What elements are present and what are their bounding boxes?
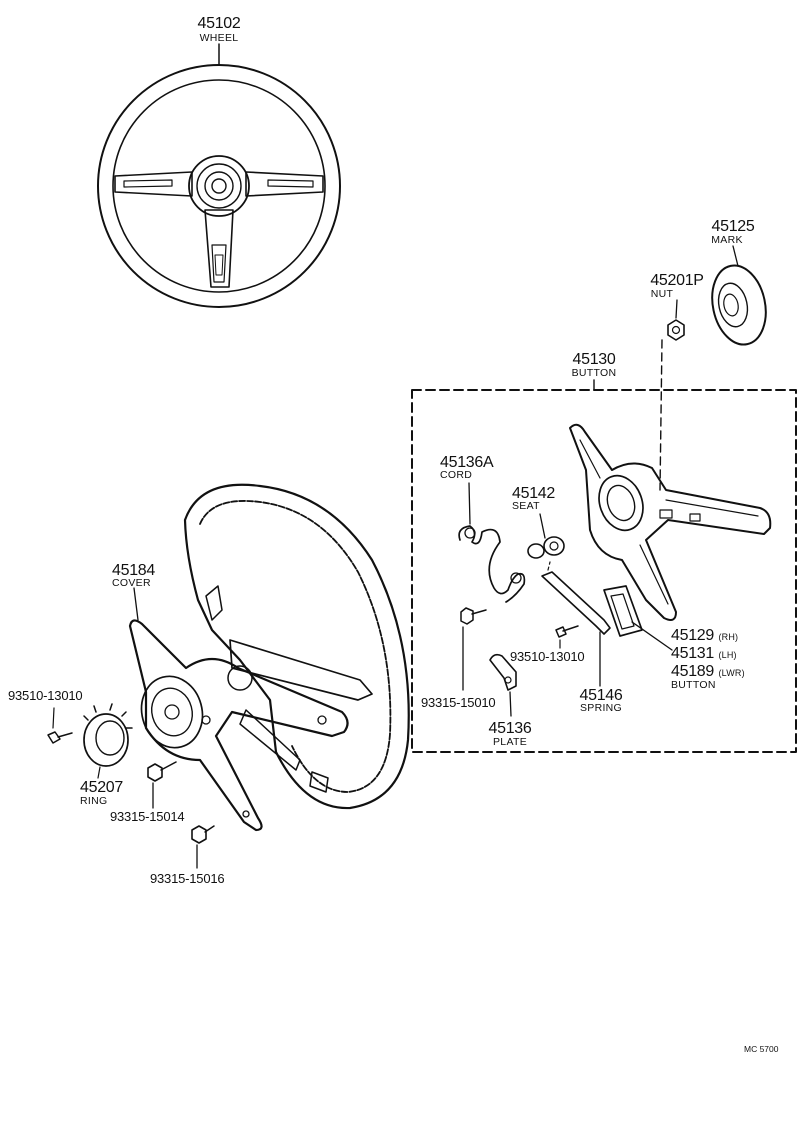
plate-part — [489, 653, 517, 717]
cord-part-number: 45136A — [440, 454, 494, 471]
button-lwr-part-number: 45189 — [671, 663, 714, 680]
ring-part-number: 45207 — [80, 779, 123, 796]
button-group-box — [411, 379, 797, 753]
screw-left-part-number: 93510-13010 — [8, 688, 83, 703]
seat-part — [527, 513, 565, 559]
bolt-15014 — [147, 761, 177, 809]
button-pad — [569, 423, 772, 621]
ring-part — [83, 703, 133, 779]
cord-wire — [458, 482, 526, 603]
button-lwr-side: (LWR) — [718, 668, 745, 678]
button-lh-side: (LH) — [718, 650, 737, 660]
plate-part-name: PLATE — [493, 736, 527, 748]
cord-part-name: CORD — [440, 469, 473, 481]
button-rh-side: (RH) — [718, 632, 739, 642]
cover-part — [128, 587, 349, 832]
nut-part-name: NUT — [650, 288, 674, 300]
nut-hex — [659, 299, 685, 491]
seat-part-number: 45142 — [512, 485, 555, 502]
lower-button — [603, 585, 673, 651]
button-lh-row: 45131 (LH) — [671, 646, 737, 662]
plate-part-number: 45136 — [488, 720, 532, 737]
button-lwr-part-name: BUTTON — [671, 679, 716, 691]
seat-part-name: SEAT — [512, 500, 540, 512]
button-rh-part-number: 45129 — [671, 627, 714, 644]
screw-right-part-number: 93510-13010 — [510, 649, 585, 664]
ring-part-name: RING — [80, 795, 108, 807]
bolt-15010-part-number: 93315-15010 — [421, 695, 496, 710]
mark-part-number: 45125 — [711, 218, 755, 235]
mark-emblem — [711, 245, 767, 346]
spring-part-name: SPRING — [579, 702, 623, 714]
steering-wheel-perspective — [183, 483, 410, 810]
screw-13010-right — [555, 625, 579, 649]
bolt-15014-part-number: 93315-15014 — [110, 809, 185, 824]
spring-strip — [541, 561, 611, 687]
bolt-15010 — [460, 607, 487, 691]
bolt-15016-part-number: 93315-15016 — [150, 871, 225, 886]
cover-part-name: COVER — [112, 577, 151, 589]
button-lwr-row: 45189 (LWR) — [671, 664, 745, 680]
screw-13010-left — [47, 707, 73, 744]
steering-wheel-top — [97, 43, 341, 308]
nut-part-number: 45201P — [650, 272, 704, 289]
diagram-code: MC 5700 — [744, 1044, 779, 1054]
button-rh-row: 45129 (RH) — [671, 628, 738, 644]
wheel-part-number: 45102 — [197, 15, 241, 32]
button-lh-part-number: 45131 — [671, 645, 714, 662]
button-group-part-name: BUTTON — [571, 367, 617, 379]
wheel-part-name: WHEEL — [199, 32, 239, 44]
bolt-15016 — [191, 825, 215, 869]
spring-part-number: 45146 — [579, 687, 623, 704]
button-group-part-number: 45130 — [572, 351, 616, 368]
cover-part-number: 45184 — [112, 562, 155, 579]
mark-part-name: MARK — [711, 234, 743, 246]
